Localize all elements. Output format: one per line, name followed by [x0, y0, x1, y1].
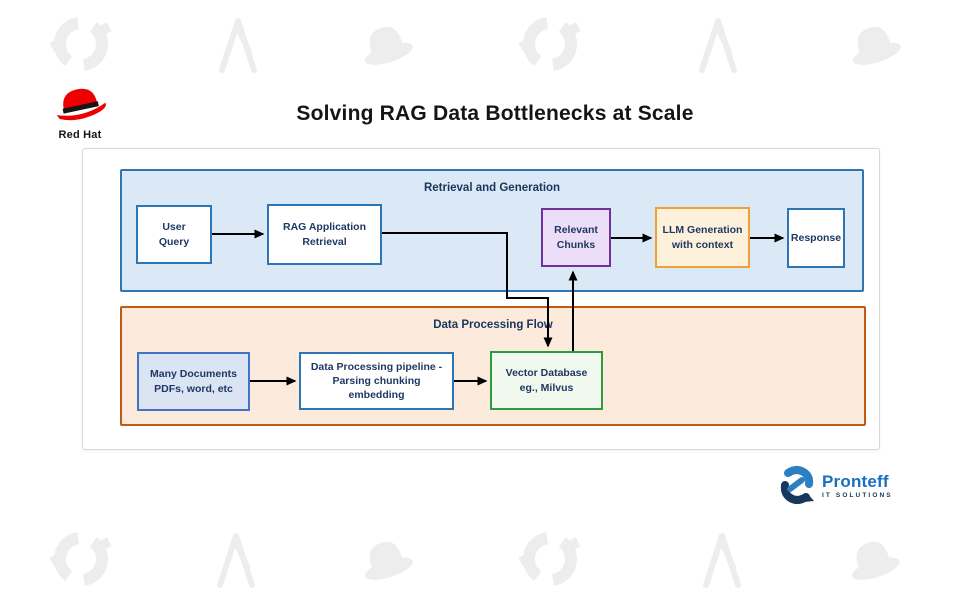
vector-database-node: Vector Database eg., Milvus: [490, 351, 603, 410]
openshift-icon: [519, 12, 581, 76]
response-node: Response: [787, 208, 845, 268]
user-query-node: User Query: [136, 205, 212, 264]
processing-section-label: Data Processing Flow: [433, 319, 553, 331]
openshift-icon: [50, 12, 112, 76]
ansible-a-icon: [205, 529, 267, 593]
retrieval-and-generation-section: Retrieval and Generation: [120, 169, 864, 292]
many-documents-node: Many Documents PDFs, word, etc: [137, 352, 250, 411]
pronteff-logo: Pronteff IT SOLUTIONS: [779, 465, 893, 507]
pronteff-tagline: IT SOLUTIONS: [822, 491, 893, 499]
fedora-hat-icon: [356, 535, 416, 585]
ansible-a-icon: [207, 14, 269, 78]
openshift-icon: [50, 527, 112, 591]
redhat-wordmark: Red Hat: [58, 129, 102, 141]
redhat-fedora-icon: [56, 88, 106, 121]
page-title: Solving RAG Data Bottlenecks at Scale: [296, 102, 694, 125]
ansible-a-icon: [691, 529, 753, 593]
data-processing-pipeline-node: Data Processing pipeline - Parsing chunk…: [299, 352, 454, 410]
fedora-hat-icon: [844, 20, 904, 70]
retrieval-section-label: Retrieval and Generation: [423, 182, 561, 194]
relevant-chunks-node: Relevant Chunks: [541, 208, 611, 267]
fedora-hat-icon: [843, 535, 903, 585]
llm-generation-node: LLM Generation with context: [655, 207, 750, 268]
fedora-hat-icon: [356, 20, 416, 70]
pronteff-wordmark: Pronteff: [822, 471, 889, 491]
ansible-a-icon: [687, 14, 749, 78]
rag-application-retrieval-node: RAG Application Retrieval: [267, 204, 382, 265]
redhat-logo: Red Hat: [50, 85, 110, 141]
pronteff-mark-icon: [780, 466, 814, 504]
openshift-icon: [519, 527, 581, 591]
